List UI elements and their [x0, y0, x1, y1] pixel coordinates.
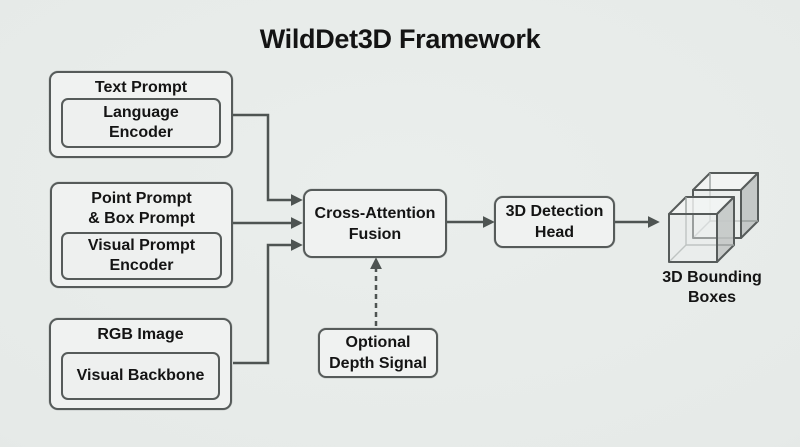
3d-cubes-icon [668, 172, 759, 263]
node-cross-attention-fusion: Cross-Attention Fusion [303, 189, 447, 258]
node-visual-backbone: Visual Backbone [61, 352, 220, 400]
connector-language-encoder-to-fusion [233, 113, 303, 206]
node-visual-prompt-encoder: Visual Prompt Encoder [61, 232, 222, 280]
output-label-3d-bounding-boxes: 3D Bounding Boxes [662, 269, 762, 306]
node-3d-detection-head: 3D Detection Head [494, 196, 615, 248]
node-rgb-image: RGB Image Visual Backbone [49, 318, 232, 410]
node-optional-depth-signal: Optional Depth Signal [318, 328, 438, 378]
node-point-box-prompt: Point Prompt & Box Prompt Visual Prompt … [50, 182, 233, 288]
node-text-prompt: Text Prompt Language Encoder [49, 71, 233, 158]
node-language-encoder: Language Encoder [61, 98, 221, 148]
front-cube [668, 196, 735, 263]
node-text-prompt-title: Text Prompt [94, 79, 188, 96]
diagram-title: WildDet3D Framework [259, 24, 541, 54]
back-cube [692, 172, 759, 239]
node-rgb-image-title: RGB Image [97, 326, 184, 343]
connector-visual-backbone-to-fusion [233, 239, 303, 365]
node-point-box-prompt-title: Point Prompt & Box Prompt [88, 190, 195, 227]
